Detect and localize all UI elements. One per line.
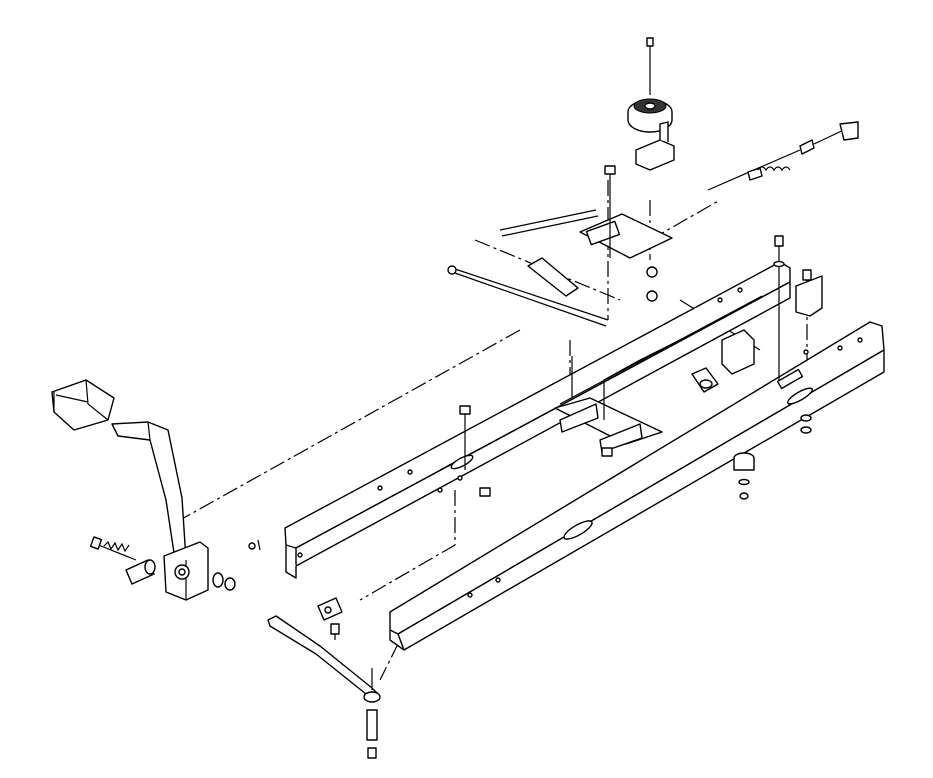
lower-linkage <box>267 597 381 759</box>
idler-arm <box>579 165 673 302</box>
cross-members <box>554 329 701 453</box>
right-frame-rail <box>389 321 885 651</box>
right-rail-holes <box>467 337 863 598</box>
pulley-bracket <box>635 121 675 171</box>
pedal-pivot <box>89 536 261 601</box>
pedal-arm <box>111 421 187 567</box>
brake-rods <box>447 209 609 327</box>
left-frame-rail <box>284 261 791 579</box>
pedal-pad <box>51 379 115 431</box>
frame-nuts <box>459 405 613 497</box>
center-bracket <box>691 329 755 393</box>
idler-pulley <box>627 37 673 133</box>
spring-cable <box>707 121 859 191</box>
right-hardware <box>733 235 823 500</box>
left-rail-holes <box>297 287 743 558</box>
